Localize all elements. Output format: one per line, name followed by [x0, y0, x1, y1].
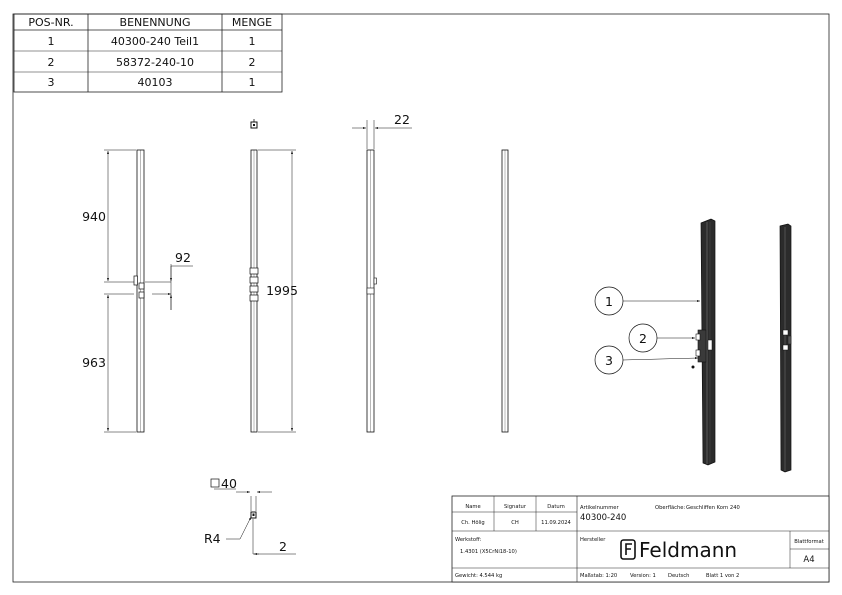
isometric-view-side	[779, 223, 792, 473]
view-front: 940 963 92	[82, 149, 193, 433]
sheet-border	[12, 13, 830, 583]
view-back	[501, 149, 509, 433]
tb-date-value: 11.09.2024	[541, 520, 571, 526]
tb-surface-label: Oberfläche:	[655, 505, 685, 511]
company-logo: Feldmann	[620, 538, 737, 562]
bom-row-1-pos: 1	[48, 35, 55, 48]
tb-signature-value: CH	[511, 520, 519, 526]
tb-article-label: Artikelnummer	[580, 505, 619, 511]
tb-material-label: Werkstoff:	[455, 537, 482, 543]
dim-upper-height: 940	[82, 209, 106, 224]
tb-surface-value: Geschliffen Korn 240	[686, 505, 740, 511]
hinge-hardware	[133, 275, 138, 286]
svg-text:3: 3	[605, 353, 613, 368]
tb-sheet: Blatt 1 von 2	[706, 573, 739, 579]
tb-article-value: 40300-240	[580, 513, 626, 523]
bom-header-pos: POS-NR.	[28, 16, 73, 29]
tb-name-label: Name	[465, 504, 480, 510]
title-block: Name Signatur Datum Ch. Hölig CH 11.09.2…	[451, 495, 830, 583]
dim-hardware-width: 92	[175, 250, 191, 265]
bom-header-name: BENENNUNG	[120, 16, 191, 29]
tb-signature-label: Signatur	[504, 504, 527, 510]
svg-text:1: 1	[605, 294, 613, 309]
company-name: Feldmann	[639, 538, 737, 562]
dim-square-size: 40	[221, 476, 237, 491]
tb-date-label: Datum	[547, 504, 565, 510]
tb-sheet-format-value: A4	[803, 555, 814, 565]
bom-row-1-qty: 1	[249, 35, 256, 48]
balloon-1: 1	[594, 286, 700, 316]
isometric-view	[691, 218, 716, 466]
view-edge: 22	[352, 112, 412, 433]
dim-profile-width: 22	[394, 112, 410, 127]
top-view-symbol	[250, 119, 258, 129]
tb-sheet-format-label: Blattformat	[794, 539, 824, 545]
balloon-3: 3	[594, 345, 699, 375]
view-side: 1995	[249, 119, 298, 433]
section-detail: 40 R4 2	[204, 476, 296, 556]
tb-scale: Maßstab: 1:20	[580, 573, 617, 579]
bom-row-2-qty: 2	[249, 56, 256, 69]
bom-row-3-name: 40103	[138, 76, 173, 89]
bom-table: POS-NR. BENENNUNG MENGE 1 40300-240 Teil…	[13, 13, 283, 93]
dim-total-height: 1995	[266, 283, 298, 298]
bom-row-3-qty: 1	[249, 76, 256, 89]
balloon-2: 2	[628, 323, 695, 353]
tb-material-value: 1.4301 (X5CrNi18-10)	[460, 549, 517, 555]
bom-row-2-pos: 2	[48, 56, 55, 69]
bom-row-3-pos: 3	[48, 76, 55, 89]
tb-weight: Gewicht: 4.544 kg	[455, 573, 502, 579]
dim-radius: R4	[204, 531, 221, 546]
tb-version: Version: 1	[630, 573, 656, 579]
tb-manufacturer-label: Hersteller	[580, 537, 606, 543]
dim-wall: 2	[279, 539, 287, 554]
bom-row-1-name: 40300-240 Teil1	[111, 35, 199, 48]
bom-header-qty: MENGE	[232, 16, 272, 29]
tb-language: Deutsch	[668, 573, 689, 579]
square-symbol	[210, 478, 220, 488]
bom-row-2-name: 58372-240-10	[116, 56, 194, 69]
svg-text:2: 2	[639, 331, 647, 346]
tb-name-value: Ch. Hölig	[461, 520, 484, 526]
dim-lower-height: 963	[82, 355, 106, 370]
